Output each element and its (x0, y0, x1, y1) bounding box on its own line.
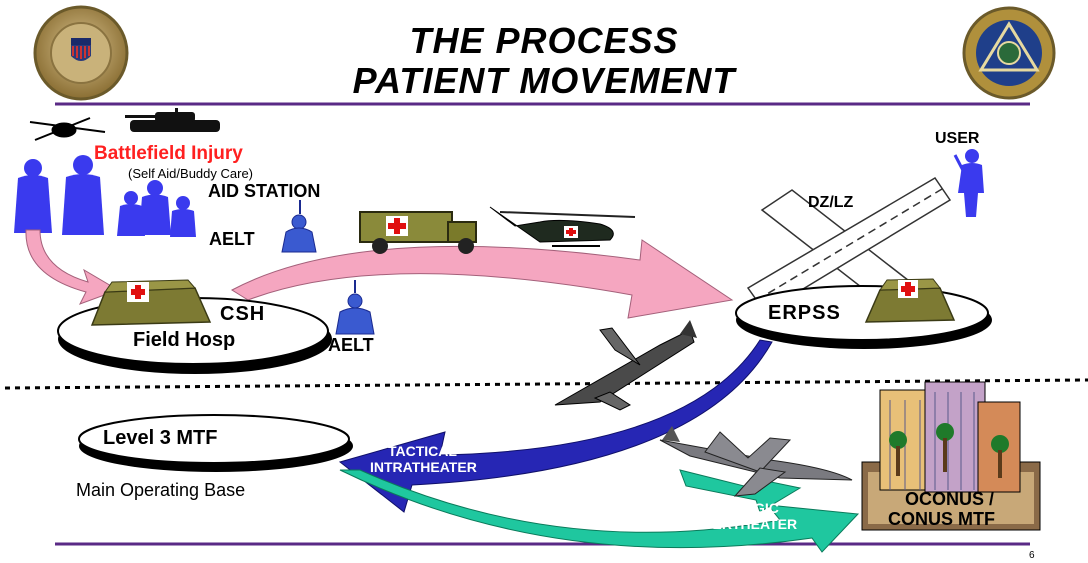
tactical-label: TACTICAL (388, 443, 457, 459)
self-aid-label: (Self Aid/Buddy Care) (128, 166, 254, 181)
theater-boundary-line (4, 378, 1088, 390)
erpss-tent-icon (864, 278, 956, 323)
csh-tent-icon (90, 279, 212, 326)
user-soldier-icon (953, 149, 984, 217)
pink-arrow-to-csh (25, 229, 120, 305)
ambulance-icon (359, 211, 477, 254)
level3-mtf-label: Level 3 MTF (103, 427, 218, 449)
csh-label: CSH (220, 303, 266, 325)
title-line2: PATIENT MOVEMENT (352, 60, 736, 101)
user-label: USER (935, 130, 980, 147)
battlefield-injury-label: Battlefield Injury (94, 143, 243, 164)
oconus-label: OCONUS / (905, 489, 995, 509)
pink-arrow-to-erpss (230, 239, 734, 319)
conus-mtf-label: CONUS MTF (888, 509, 995, 529)
aid-station-label: AID STATION (208, 181, 321, 201)
blackhawk-helicopter-icon (489, 206, 636, 247)
joint-staff-seal-icon (33, 5, 129, 101)
strategic-arrow (339, 469, 860, 553)
erpss-label: ERPSS (768, 302, 841, 324)
aelt-label: AELT (209, 229, 255, 249)
c17-aircraft-icon (659, 426, 853, 497)
intratheater-label: INTRATHEATER (370, 459, 477, 475)
aelt-medic-icon (281, 200, 317, 253)
page-number: 6 (1029, 550, 1035, 561)
aelt-label-2: AELT (328, 335, 374, 355)
c130-aircraft-icon (554, 320, 697, 411)
title-line1: THE PROCESS (409, 20, 679, 61)
helicopter-icon (29, 117, 106, 141)
aelt-medic-icon-2 (335, 280, 375, 335)
tank-icon (125, 108, 220, 132)
oconus-conus-mtf-icon (861, 381, 1041, 531)
medical-readiness-seal-icon (962, 6, 1056, 100)
soldiers-group-icon (14, 155, 196, 237)
tactical-arrow (338, 339, 773, 513)
field-hosp-label: Field Hosp (133, 329, 236, 351)
dz-lz-label: DZ/LZ (808, 194, 854, 211)
level3-mtf-platform (78, 414, 353, 472)
main-base-label: Main Operating Base (76, 480, 246, 500)
intertheater-label: INTERTHEATER (690, 516, 798, 532)
strategic-label: STRATEGIC (699, 500, 779, 516)
